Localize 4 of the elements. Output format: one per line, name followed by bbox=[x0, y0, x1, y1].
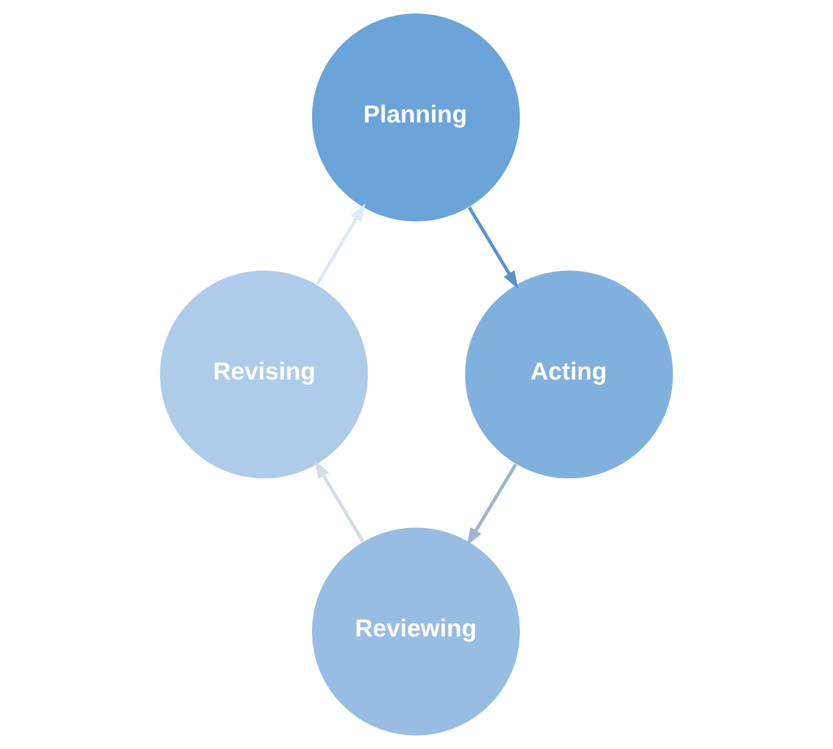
arrow bbox=[468, 206, 518, 289]
arrow bbox=[316, 203, 366, 286]
arrow bbox=[466, 464, 518, 546]
arrow bbox=[314, 460, 364, 542]
